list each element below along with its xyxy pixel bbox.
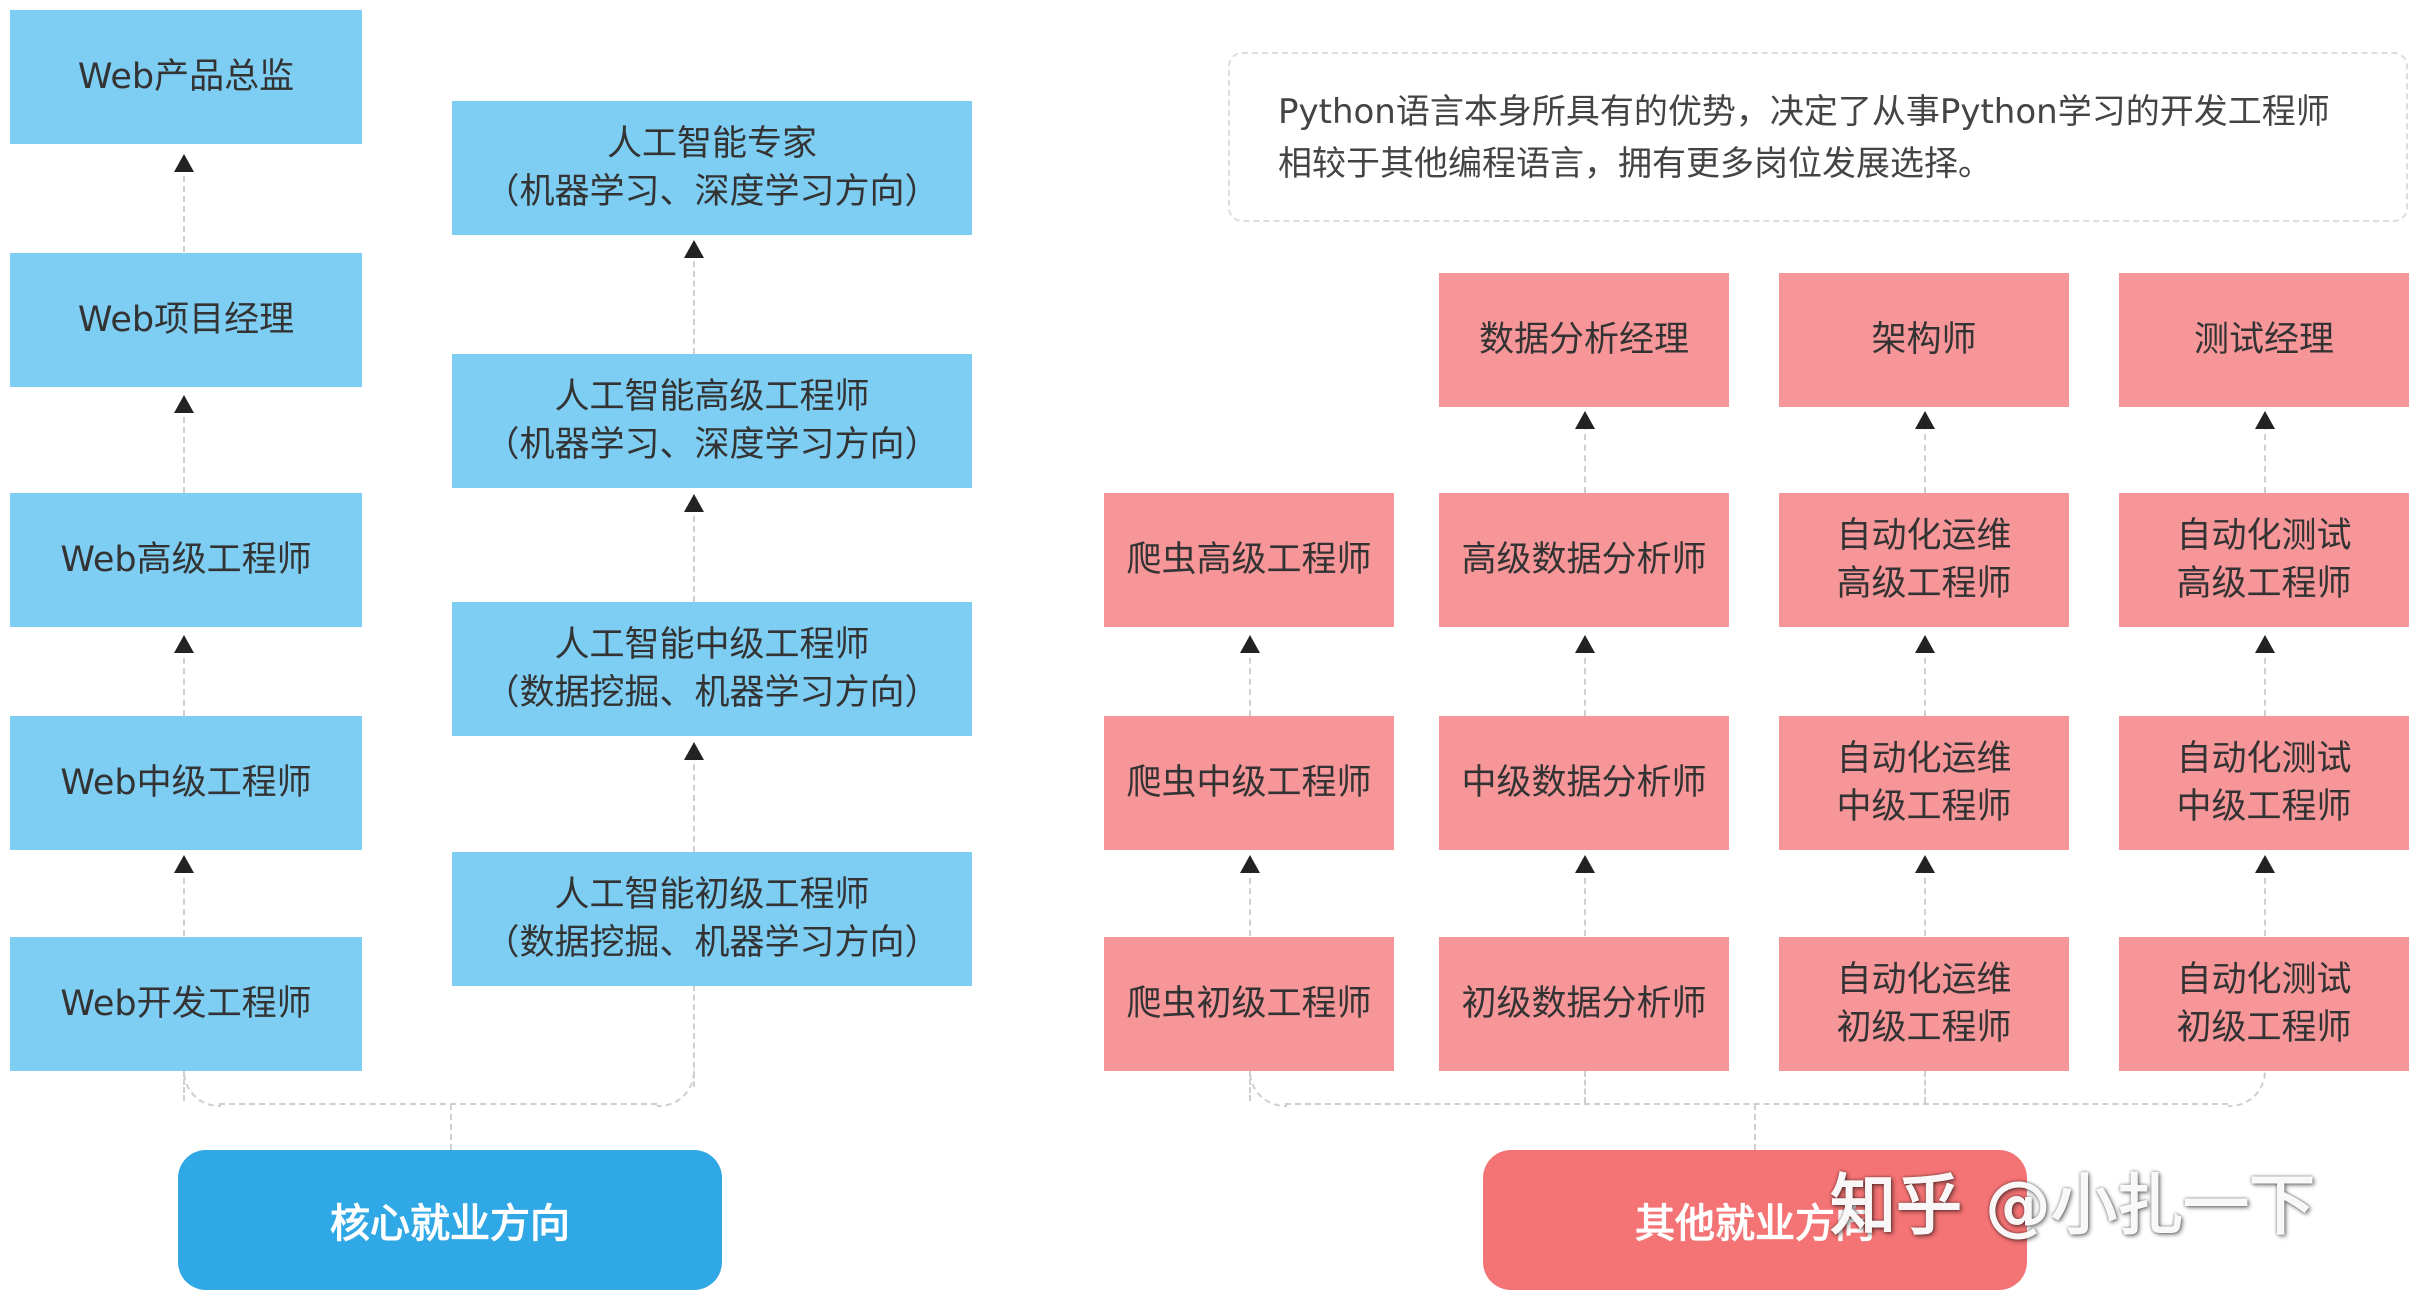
- box-title: 人工智能中级工程师: [554, 625, 870, 665]
- box-subtitle: 高级工程师: [1836, 564, 2012, 604]
- box-label: Web产品总监: [77, 57, 295, 97]
- other-direction-label: 其他就业方向: [1483, 1150, 2027, 1290]
- pill-label: 其他就业方向: [1635, 1201, 1875, 1247]
- box-label: 高级数据分析师: [1461, 540, 1707, 580]
- ai-senior-engineer-box: 人工智能高级工程师 （机器学习、深度学习方向）: [452, 354, 972, 488]
- connector-arrow: [684, 494, 704, 602]
- connector-arrow: [684, 240, 704, 354]
- box-subtitle: 初级工程师: [2176, 1008, 2352, 1048]
- ai-expert-box: 人工智能专家 （机器学习、深度学习方向）: [452, 101, 972, 235]
- connector-arrow: [2255, 855, 2275, 936]
- box-label: Web开发工程师: [60, 984, 312, 1024]
- bracket-line: [450, 1104, 452, 1150]
- bracket-line: [219, 1103, 657, 1105]
- core-direction-label: 核心就业方向: [178, 1150, 722, 1290]
- box-subtitle: 中级工程师: [1836, 787, 2012, 827]
- bracket-line: [657, 1069, 695, 1107]
- ai-junior-engineer-box: 人工智能初级工程师 （数据挖掘、机器学习方向）: [452, 852, 972, 986]
- mid-data-analyst-box: 中级数据分析师: [1439, 716, 1729, 850]
- connector-arrow: [2255, 635, 2275, 716]
- test-manager-box: 测试经理: [2119, 273, 2409, 407]
- connector-arrow: [1575, 855, 1595, 936]
- bracket-line: [1754, 1104, 1756, 1150]
- web-senior-engineer-box: Web高级工程师: [10, 493, 362, 627]
- box-title: 自动化运维: [1836, 516, 2012, 556]
- architect-box: 架构师: [1779, 273, 2069, 407]
- box-label: Web高级工程师: [60, 540, 312, 580]
- connector-arrow: [2255, 411, 2275, 493]
- bracket-line: [183, 1069, 221, 1107]
- senior-data-analyst-box: 高级数据分析师: [1439, 493, 1729, 627]
- box-label: 数据分析经理: [1478, 320, 1689, 360]
- box-subtitle: （机器学习、深度学习方向）: [484, 172, 940, 212]
- connector-arrow: [174, 154, 194, 252]
- web-product-director-box: Web产品总监: [10, 10, 362, 144]
- connector-arrow: [684, 742, 704, 852]
- box-title: 自动化运维: [1836, 739, 2012, 779]
- box-title: 自动化测试: [2176, 516, 2352, 556]
- box-label: 初级数据分析师: [1461, 984, 1707, 1024]
- box-subtitle: （机器学习、深度学习方向）: [484, 425, 940, 465]
- box-title: 自动化测试: [2176, 739, 2352, 779]
- box-subtitle: 高级工程师: [2176, 564, 2352, 604]
- test-junior-engineer-box: 自动化测试 初级工程师: [2119, 937, 2409, 1071]
- box-label: 爬虫高级工程师: [1126, 540, 1372, 580]
- ops-junior-engineer-box: 自动化运维 初级工程师: [1779, 937, 2069, 1071]
- web-project-manager-box: Web项目经理: [10, 253, 362, 387]
- connector-arrow: [1915, 855, 1935, 936]
- test-senior-engineer-box: 自动化测试 高级工程师: [2119, 493, 2409, 627]
- bracket-line: [1249, 1069, 1287, 1107]
- test-mid-engineer-box: 自动化测试 中级工程师: [2119, 716, 2409, 850]
- crawler-senior-engineer-box: 爬虫高级工程师: [1104, 493, 1394, 627]
- box-label: 中级数据分析师: [1461, 763, 1707, 803]
- box-title: 自动化测试: [2176, 960, 2352, 1000]
- connector-arrow: [1240, 855, 1260, 936]
- description-text: Python语言本身所具有的优势，决定了从事Python学习的开发工程师相较于其…: [1278, 92, 2330, 184]
- crawler-mid-engineer-box: 爬虫中级工程师: [1104, 716, 1394, 850]
- watermark: 知乎 @小扎一下: [1830, 1152, 2315, 1248]
- data-analysis-manager-box: 数据分析经理: [1439, 273, 1729, 407]
- box-label: 爬虫初级工程师: [1126, 984, 1372, 1024]
- box-subtitle: 初级工程师: [1836, 1008, 2012, 1048]
- box-label: Web中级工程师: [60, 763, 312, 803]
- box-subtitle: （数据挖掘、机器学习方向）: [484, 923, 940, 963]
- connector-arrow: [1575, 411, 1595, 493]
- box-title: 人工智能专家: [606, 124, 817, 164]
- crawler-junior-engineer-box: 爬虫初级工程师: [1104, 937, 1394, 1071]
- connector-arrow: [1915, 635, 1935, 716]
- box-subtitle: （数据挖掘、机器学习方向）: [484, 673, 940, 713]
- box-label: 爬虫中级工程师: [1126, 763, 1372, 803]
- junior-data-analyst-box: 初级数据分析师: [1439, 937, 1729, 1071]
- bracket-line: [2228, 1069, 2266, 1107]
- connector-arrow: [1240, 635, 1260, 716]
- web-mid-engineer-box: Web中级工程师: [10, 716, 362, 850]
- box-title: 人工智能初级工程师: [554, 875, 870, 915]
- connector-arrow: [1575, 635, 1595, 716]
- bracket-line: [1924, 1071, 1926, 1103]
- bracket-line: [693, 985, 695, 1087]
- description-note: Python语言本身所具有的优势，决定了从事Python学习的开发工程师相较于其…: [1228, 52, 2408, 222]
- ops-senior-engineer-box: 自动化运维 高级工程师: [1779, 493, 2069, 627]
- bracket-line: [1249, 1071, 1251, 1101]
- box-title: 测试经理: [2193, 320, 2334, 360]
- watermark-text: 知乎 @小扎一下: [1830, 1167, 2315, 1244]
- bracket-line: [1584, 1071, 1586, 1103]
- box-label: Web项目经理: [77, 300, 295, 340]
- ai-mid-engineer-box: 人工智能中级工程师 （数据挖掘、机器学习方向）: [452, 602, 972, 736]
- bracket-line: [183, 1071, 185, 1101]
- box-title: 自动化运维: [1836, 960, 2012, 1000]
- box-title: 人工智能高级工程师: [554, 377, 870, 417]
- bracket-line: [1285, 1103, 2228, 1105]
- box-title: 架构师: [1871, 320, 1977, 360]
- pill-label: 核心就业方向: [330, 1201, 570, 1247]
- connector-arrow: [1915, 411, 1935, 493]
- ops-mid-engineer-box: 自动化运维 中级工程师: [1779, 716, 2069, 850]
- connector-arrow: [174, 395, 194, 493]
- web-developer-box: Web开发工程师: [10, 937, 362, 1071]
- connector-arrow: [174, 635, 194, 716]
- connector-arrow: [174, 855, 194, 936]
- box-subtitle: 中级工程师: [2176, 787, 2352, 827]
